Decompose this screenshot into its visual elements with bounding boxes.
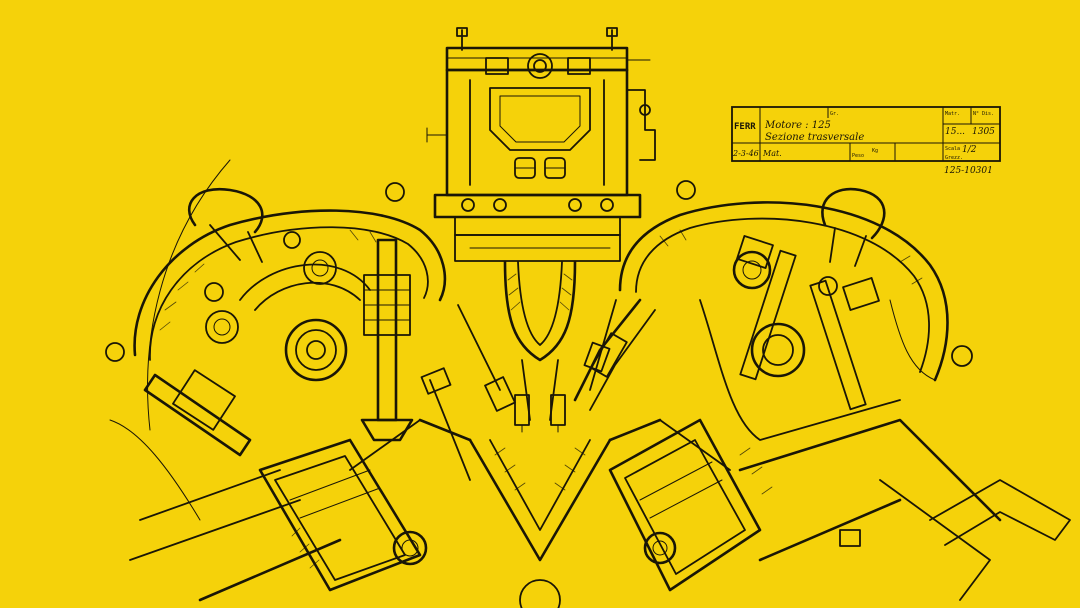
centre-studs	[457, 299, 617, 412]
weight-value: Kg	[872, 148, 878, 154]
header-small-2: Matr.	[945, 111, 960, 117]
header-value-2: 1305	[972, 127, 995, 137]
grezzo-label: Grezz.	[945, 155, 963, 161]
right-cylinder-head	[573, 180, 973, 441]
company-mark: FERR	[734, 122, 756, 132]
left-cylinder-head	[105, 159, 471, 521]
scale-value: 1/2	[962, 145, 977, 155]
scale-label: Scala	[945, 146, 960, 152]
intake-manifold	[503, 260, 577, 433]
section-label: Sezione trasversale	[765, 132, 864, 143]
revision-date: 2-3-46	[732, 149, 759, 158]
header-value-1: 15...	[945, 127, 965, 137]
left-cylinder-piston	[129, 438, 428, 602]
title-block: FERR Gr. Motore : 125 Sezione trasversal…	[731, 106, 1001, 176]
engine-label: Motore : 125	[764, 120, 831, 131]
material-label: Mat.	[762, 149, 782, 158]
crankcase-block	[349, 418, 731, 608]
weight-label: Peso	[852, 153, 864, 159]
header-small-1: Gr.	[830, 111, 839, 117]
right-cylinder-piston	[608, 418, 1071, 601]
carburetor-assembly	[426, 27, 656, 262]
header-small-3: N° Dis.	[973, 111, 994, 117]
drawing-number: 125-10301	[944, 166, 993, 176]
